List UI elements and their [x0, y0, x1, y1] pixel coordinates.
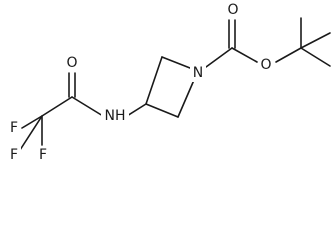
bond-ctert-methyl-right-up [300, 32, 331, 49]
bonds [19, 17, 331, 151]
bond-oester-ctert [275, 47, 302, 63]
atom-o-carbamate-carbonyl: O [227, 2, 238, 18]
bond-cf3-f-top [21, 115, 43, 129]
bond-carbonyl-oester [231, 47, 258, 63]
atom-f-left: F [10, 147, 18, 163]
bond-ring-c2-n [161, 56, 191, 69]
atom-o-ester: O [260, 57, 271, 73]
atom-f-top: F [10, 120, 18, 136]
bond-ring-c4-c3 [145, 103, 179, 118]
atom-f-bottom: F [39, 147, 47, 163]
bond-cf3-carbonyl [41, 96, 73, 117]
atom-o-amide-carbonyl: O [66, 55, 77, 71]
bond-ring-n-c4 [177, 79, 195, 118]
bond-n-carbonyl [205, 47, 233, 68]
bond-carbonyl-nh [71, 96, 104, 117]
chemical-structure: O NH F F F N O O [7, 1, 331, 164]
atom-n-azetidine: N [193, 65, 203, 81]
atom-labels: O NH F F F N O O [7, 1, 274, 164]
bond-ctert-methyl-right-down [300, 47, 331, 67]
bond-nh-ring [126, 103, 147, 117]
bond-cf3-f-left [19, 115, 43, 151]
bond-ring-c3-c2 [145, 56, 163, 105]
atom-nh-amide: NH [105, 108, 126, 124]
